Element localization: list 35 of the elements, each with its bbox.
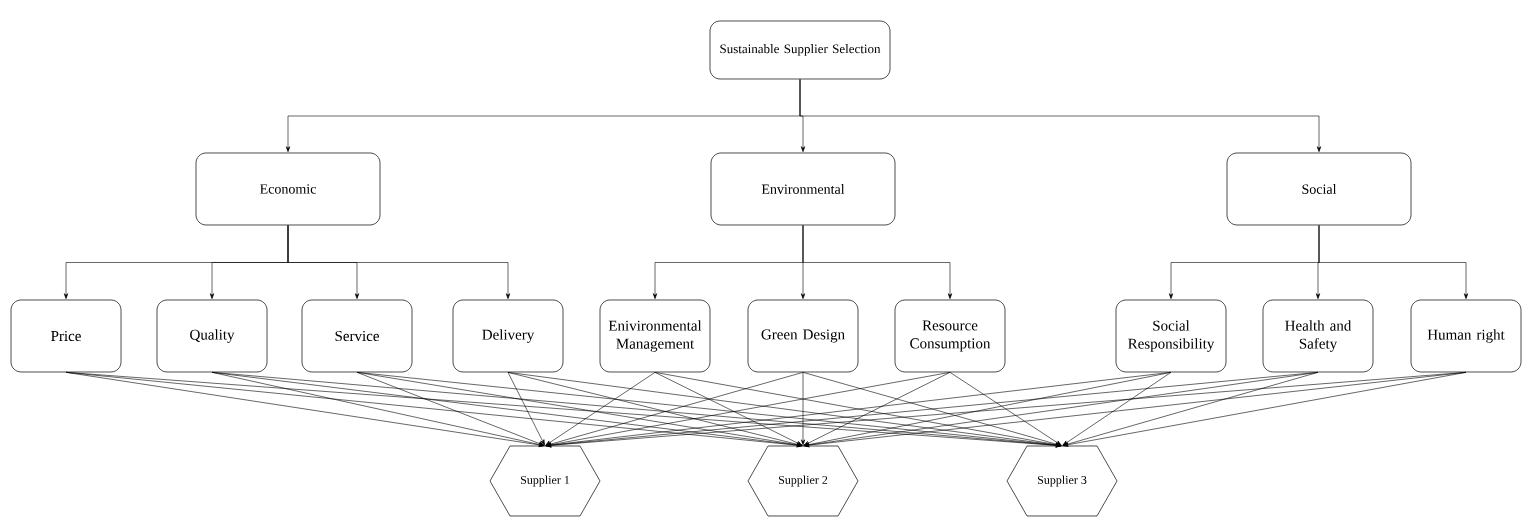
subcriterion-box: Human right (1410, 299, 1522, 373)
subcriterion-box: Price (10, 299, 122, 373)
supplier-hexagon: Supplier 2 (747, 445, 859, 517)
criterion-box: Environmental (710, 152, 896, 226)
elbow-arrow (1318, 225, 1469, 300)
elbow-arrow (287, 225, 511, 300)
arrow (654, 372, 1062, 447)
subcriterion-box: Quality (156, 299, 268, 373)
subcriterion-box: Enivironmental Management (599, 299, 711, 373)
supplier-hexagon: Supplier 1 (489, 445, 601, 517)
elbow-arrow (799, 79, 1322, 153)
subcriterion-box: Green Design (747, 299, 859, 373)
arrow (803, 372, 1172, 447)
criterion-box: Economic (195, 152, 381, 226)
arrow (949, 372, 1062, 446)
arrow (545, 372, 951, 447)
arrow (802, 372, 1062, 447)
arrow (654, 372, 803, 446)
arrow (356, 372, 545, 446)
arrow (1062, 372, 1172, 446)
criterion-box: Social (1226, 152, 1412, 226)
arrow (1062, 372, 1467, 447)
subcriterion-box: Delivery (452, 299, 564, 373)
arrow (800, 372, 806, 446)
arrow (545, 372, 656, 446)
subcriterion-box: Social Responsibility (1115, 299, 1227, 373)
supplier-hexagon: Supplier 3 (1006, 445, 1118, 517)
arrow (211, 372, 545, 447)
goal-box: Sustainable Supplier Selection (709, 20, 891, 80)
arrow (507, 372, 545, 446)
arrow (803, 372, 951, 446)
subcriterion-box: Health and Safety (1262, 299, 1374, 373)
subcriterion-box: Service (301, 299, 413, 373)
elbow-arrow (802, 225, 953, 300)
subcriterion-box: Resource Consumption (894, 299, 1006, 373)
